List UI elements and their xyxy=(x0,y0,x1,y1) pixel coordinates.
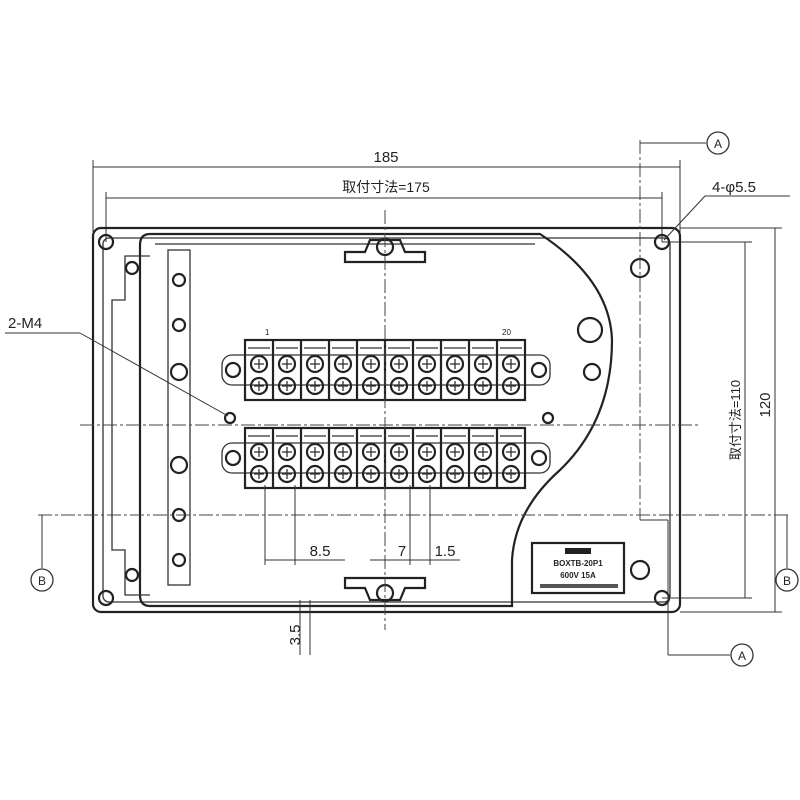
svg-text:3.5: 3.5 xyxy=(287,625,304,646)
dimension-175-label: 取付寸法=175 xyxy=(342,179,430,195)
cover-outline xyxy=(138,232,614,608)
m4-screw xyxy=(541,411,555,425)
terminal-screw xyxy=(473,354,493,374)
terminal-screw xyxy=(417,354,437,374)
callout-2-m4: 2-M4 xyxy=(5,315,229,417)
terminal-screw xyxy=(277,464,297,484)
terminal-screw xyxy=(445,464,465,484)
terminal-screw xyxy=(249,354,269,374)
terminal-screw xyxy=(305,442,325,462)
hole-spec-label: 4-φ5.5 xyxy=(712,179,756,196)
terminal-screw xyxy=(389,354,409,374)
terminal-screw xyxy=(333,354,353,374)
terminal-screw xyxy=(473,376,493,396)
terminal-screw xyxy=(445,442,465,462)
terminal-screw xyxy=(277,442,297,462)
terminal-screw xyxy=(249,376,269,396)
enclosure-outline xyxy=(91,226,682,614)
svg-text:7: 7 xyxy=(398,543,406,560)
terminal-screw xyxy=(501,442,521,462)
svg-text:600V 15A: 600V 15A xyxy=(560,571,596,580)
dimension-120-label: 120 xyxy=(757,392,774,417)
svg-text:A: A xyxy=(738,649,746,663)
section-marker-a-bottom: A xyxy=(730,643,754,667)
dimension-wall: 3.5 xyxy=(287,600,311,655)
terminal-screw xyxy=(333,442,353,462)
terminal-screw xyxy=(417,376,437,396)
terminal-screw xyxy=(305,464,325,484)
terminal-screw xyxy=(333,464,353,484)
dimension-175: 取付寸法=175 xyxy=(105,179,663,242)
dimension-110: 取付寸法=110 xyxy=(662,241,752,599)
terminal-screw xyxy=(249,464,269,484)
svg-text:B: B xyxy=(38,574,46,588)
terminal-block xyxy=(221,338,551,402)
terminal-first-label: 1 xyxy=(265,328,270,337)
terminal-screw xyxy=(473,442,493,462)
terminal-screw xyxy=(501,464,521,484)
terminal-screw xyxy=(249,442,269,462)
svg-text:A: A xyxy=(714,137,722,151)
din-rail xyxy=(167,249,191,586)
terminal-screw xyxy=(501,376,521,396)
section-marker-a-top: A xyxy=(706,131,730,155)
svg-text:1.5: 1.5 xyxy=(435,543,456,560)
screw-spec-label: 2-M4 xyxy=(8,315,42,332)
callout-hole-spec: 4-φ5.5 xyxy=(663,179,790,241)
mounting-hole xyxy=(97,233,115,251)
dimension-185: 185 xyxy=(92,149,681,232)
nameplate: BOXTB-20P1 600V 15A xyxy=(530,541,626,595)
svg-text:8.5: 8.5 xyxy=(310,543,331,560)
terminal-screw xyxy=(445,376,465,396)
terminal-screw xyxy=(361,376,381,396)
dimension-pitch: 8.5 xyxy=(264,485,345,565)
m4-screw xyxy=(223,411,237,425)
terminal-last-label: 20 xyxy=(502,328,511,337)
svg-text:B: B xyxy=(783,574,791,588)
terminal-screw xyxy=(445,354,465,374)
section-marker-b-left: B xyxy=(30,568,54,592)
dimension-gaps: 7 1.5 xyxy=(370,485,460,565)
svg-text:BOXTB-20P1: BOXTB-20P1 xyxy=(553,559,603,568)
terminal-screw xyxy=(389,442,409,462)
terminal-screw xyxy=(473,464,493,484)
terminal-screw xyxy=(417,464,437,484)
terminal-screw xyxy=(361,464,381,484)
terminal-screw xyxy=(389,464,409,484)
terminal-screw xyxy=(389,376,409,396)
terminal-screw xyxy=(361,354,381,374)
terminal-screw xyxy=(277,354,297,374)
block-mount-screw xyxy=(530,449,548,467)
dimension-185-label: 185 xyxy=(373,149,398,166)
terminal-screw xyxy=(501,354,521,374)
terminal-screw xyxy=(305,376,325,396)
terminal-screw xyxy=(417,442,437,462)
dimension-120: 120 xyxy=(680,227,782,613)
block-mount-screw xyxy=(530,361,548,379)
block-mount-screw xyxy=(224,449,242,467)
terminal-blocks xyxy=(221,338,551,490)
mounting-hole xyxy=(97,589,115,607)
enclosure-inner-outline xyxy=(102,237,671,603)
terminal-screw xyxy=(361,442,381,462)
block-mount-screw xyxy=(224,361,242,379)
section-marker-b-right: B xyxy=(775,568,799,592)
terminal-screw xyxy=(305,354,325,374)
terminal-screw xyxy=(277,376,297,396)
terminal-block xyxy=(221,426,551,490)
dimension-110-label: 取付寸法=110 xyxy=(728,380,743,460)
terminal-screw xyxy=(333,376,353,396)
